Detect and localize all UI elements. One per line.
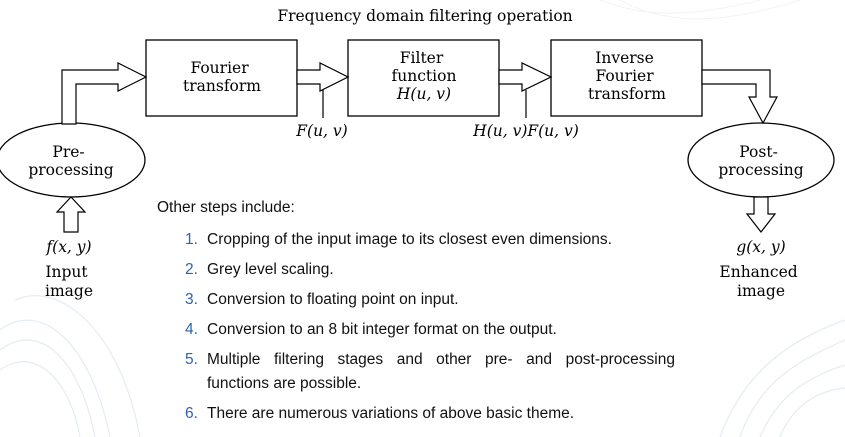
list-item: 2. Grey level scaling.: [185, 258, 675, 282]
list-item: 4. Conversion to an 8 bit integer format…: [185, 318, 675, 342]
list-item-number: 4.: [185, 321, 198, 338]
list-item-text: Conversion to floating point on input.: [207, 291, 459, 308]
fourier-transform-block: [145, 39, 298, 117]
arrow-post-to-output: [745, 196, 777, 233]
list-item: 6. There are numerous variations of abov…: [185, 402, 675, 426]
diagram-title: Frequency domain filtering operation: [277, 7, 572, 25]
output-label: Enhanced image: [719, 263, 802, 300]
list-item-number: 1.: [185, 231, 198, 248]
filter-function-label: Filter function: [392, 49, 457, 85]
list-item-text: Grey level scaling.: [207, 261, 334, 278]
input-label: Input image: [45, 263, 93, 300]
filter-function-symbol: H(u, v): [396, 85, 451, 103]
inverse-fourier-label: Inverse Fourier transform: [588, 49, 666, 103]
list-item: 3. Conversion to floating point on input…: [185, 288, 675, 312]
list-item-number: 2.: [185, 261, 198, 278]
arrow-filter-to-inverse: [498, 62, 553, 92]
list-item-text: Conversion to an 8 bit integer format on…: [207, 321, 557, 338]
inverse-fourier-block: [550, 39, 703, 117]
preprocessing-label: Pre- processing: [28, 143, 113, 179]
arrow-inverse-to-post: [701, 69, 779, 125]
list-item-text: Cropping of the input image to its close…: [207, 231, 612, 248]
list-item-number: 6.: [185, 405, 198, 422]
arrow-pre-to-fourier: [61, 62, 148, 125]
arrow-fourier-to-filter: [296, 62, 350, 92]
list-item-number: 3.: [185, 291, 198, 308]
output-symbol: g(x, y): [736, 238, 785, 256]
notes-title: Other steps include:: [157, 199, 295, 216]
list-item-text: Multiple filtering stages and other pre-…: [207, 351, 675, 392]
list-item: 5. Multiple filtering stages and other p…: [185, 348, 675, 396]
input-symbol: f(x, y): [45, 238, 91, 256]
filter-function-block: [347, 39, 500, 117]
list-item-number: 5.: [185, 351, 198, 368]
list-item: 1. Cropping of the input image to its cl…: [185, 228, 675, 252]
list-item-text: There are numerous variations of above b…: [207, 405, 575, 422]
signal-label-F: F(u, v): [295, 122, 347, 140]
postprocessing-label: Post- processing: [718, 143, 803, 179]
arrow-input-to-pre: [55, 196, 87, 233]
signal-label-HF: H(u, v)F(u, v): [472, 122, 579, 140]
fourier-transform-label: Fourier transform: [183, 59, 261, 95]
